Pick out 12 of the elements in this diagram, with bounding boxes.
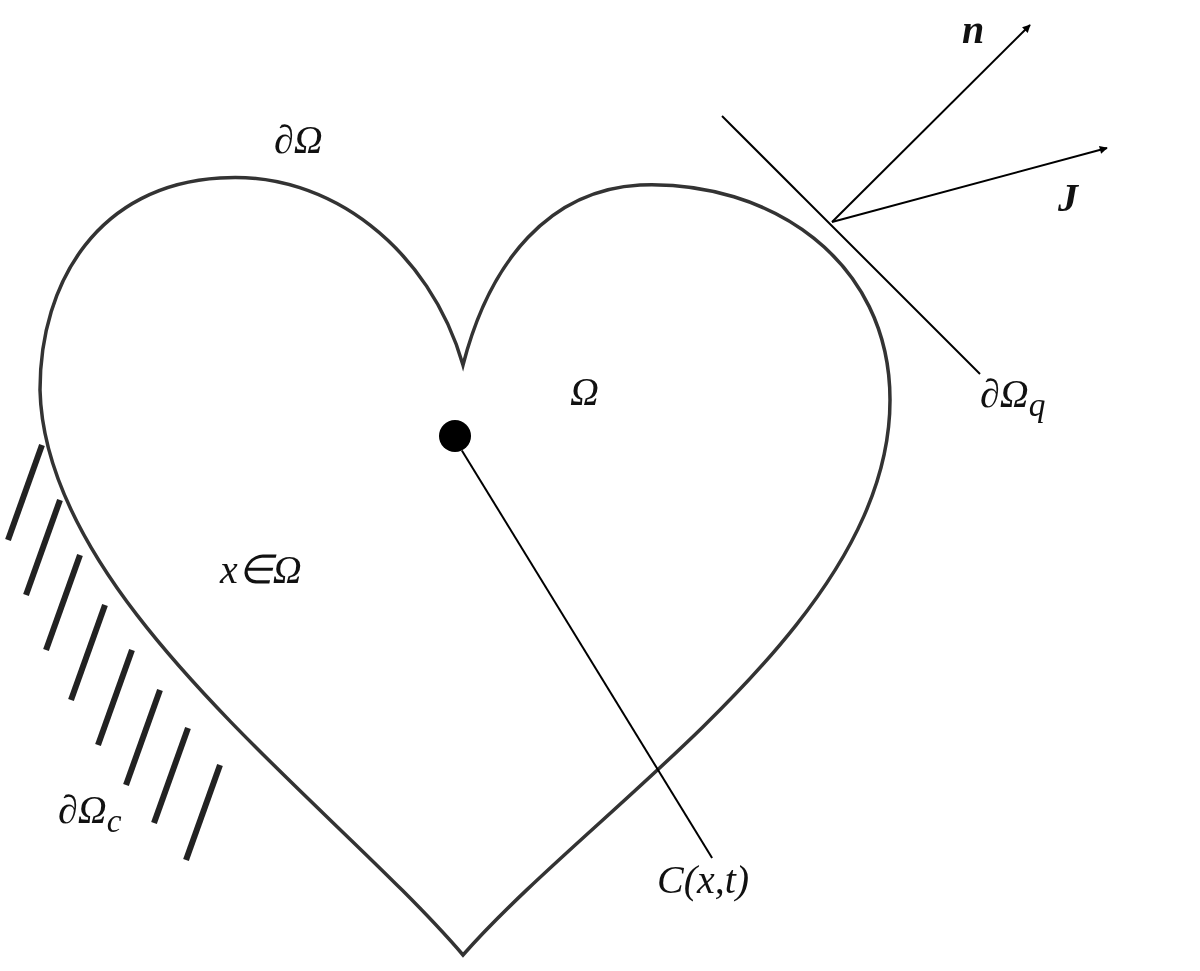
domain-label: Ω	[570, 372, 599, 412]
vector-label: J	[1058, 178, 1078, 218]
leader-line	[460, 449, 714, 859]
boundary-label: ∂Ω$_{q}$	[980, 374, 1046, 422]
domain-label: x∈Ω	[220, 550, 302, 590]
heart-domain	[38, 176, 892, 958]
boundary-label: ∂Ω$_{c}$	[58, 790, 122, 838]
vector-label: n	[962, 10, 985, 50]
boundary-label: ∂Ω	[274, 120, 323, 160]
point-dot	[439, 420, 471, 452]
tangent-line	[721, 115, 981, 375]
concentration-label: C(x,t)	[657, 860, 750, 900]
